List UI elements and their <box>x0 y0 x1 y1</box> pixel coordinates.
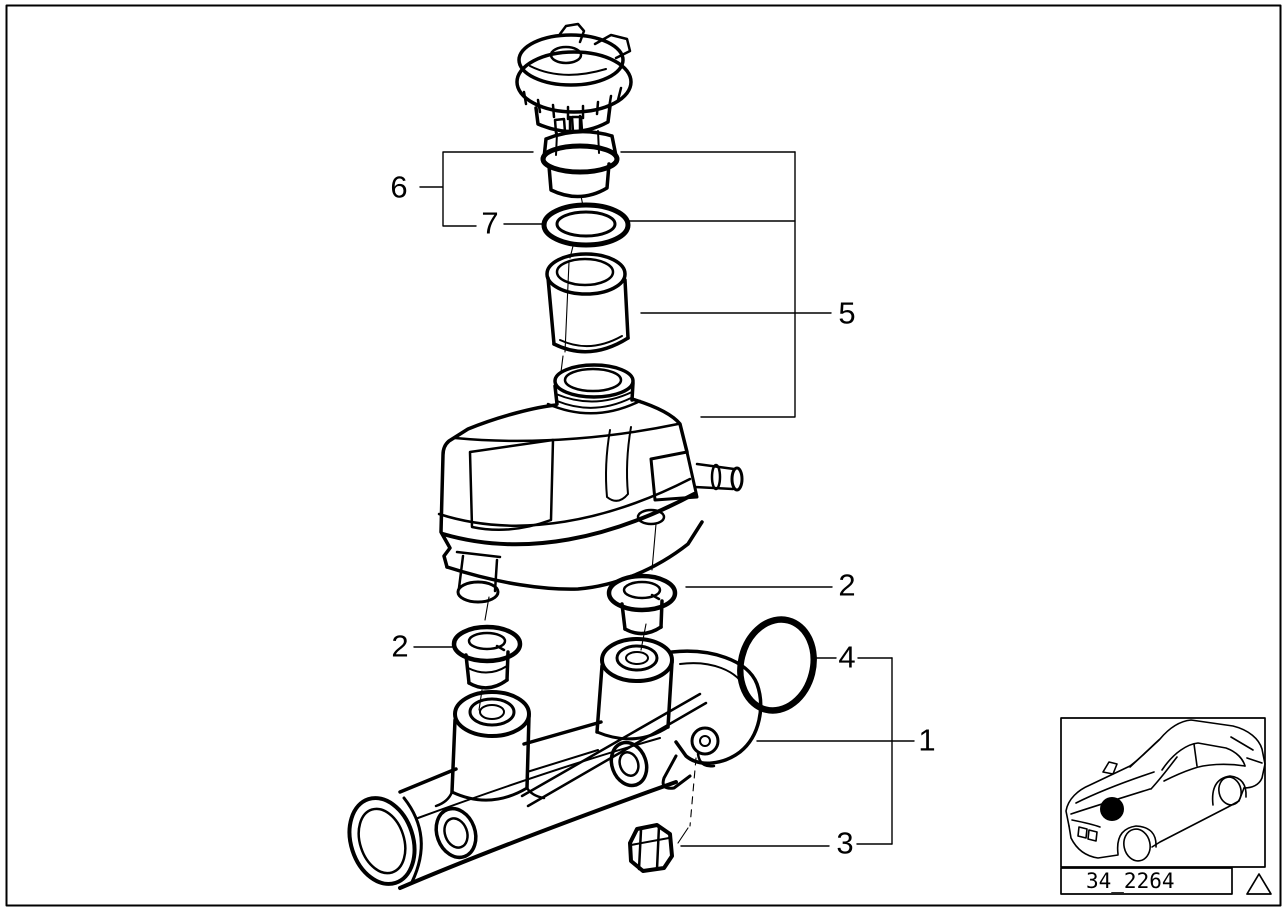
leader-3 <box>680 843 893 847</box>
master-cylinder-drawing <box>347 637 763 890</box>
grommet-right-drawing <box>606 573 678 636</box>
grommet-left-drawing <box>451 624 523 690</box>
car-drawing <box>1065 719 1266 862</box>
strainer-drawing <box>545 252 630 354</box>
leader-5 <box>640 151 832 418</box>
float-sensor-drawing <box>540 115 620 199</box>
car-thumbnail-box <box>1060 717 1266 868</box>
warning-triangle-icon[interactable] <box>1246 873 1272 895</box>
nut-drawing <box>628 823 674 873</box>
callout-2-left[interactable]: 2 <box>391 629 408 664</box>
thumbnail-panel: 34_2264 <box>1060 717 1272 895</box>
diagram-code-box <box>1060 867 1233 895</box>
part-location-dot <box>1100 797 1124 821</box>
reservoir-cap-drawing <box>515 22 633 134</box>
callout-labels: 6 7 5 2 2 4 1 3 <box>390 170 935 861</box>
callout-4[interactable]: 4 <box>838 640 855 675</box>
callout-3[interactable]: 3 <box>836 826 853 861</box>
leader-6 <box>419 151 796 227</box>
page-frame <box>5 4 1282 907</box>
assembly-centerlines <box>478 195 697 844</box>
callout-7[interactable]: 7 <box>481 206 498 241</box>
expansion-tank-drawing <box>437 363 744 604</box>
o-ring-drawing <box>737 616 817 714</box>
callout-1[interactable]: 1 <box>918 723 935 758</box>
seal-ring-drawing <box>541 202 631 248</box>
leader-lines <box>413 151 915 847</box>
callout-5[interactable]: 5 <box>838 296 855 331</box>
diagram-code: 34_2264 <box>1086 869 1175 893</box>
callout-2-right[interactable]: 2 <box>838 568 855 603</box>
leader-7 <box>503 220 796 225</box>
callout-6[interactable]: 6 <box>390 170 407 205</box>
technical-drawing <box>347 22 817 890</box>
